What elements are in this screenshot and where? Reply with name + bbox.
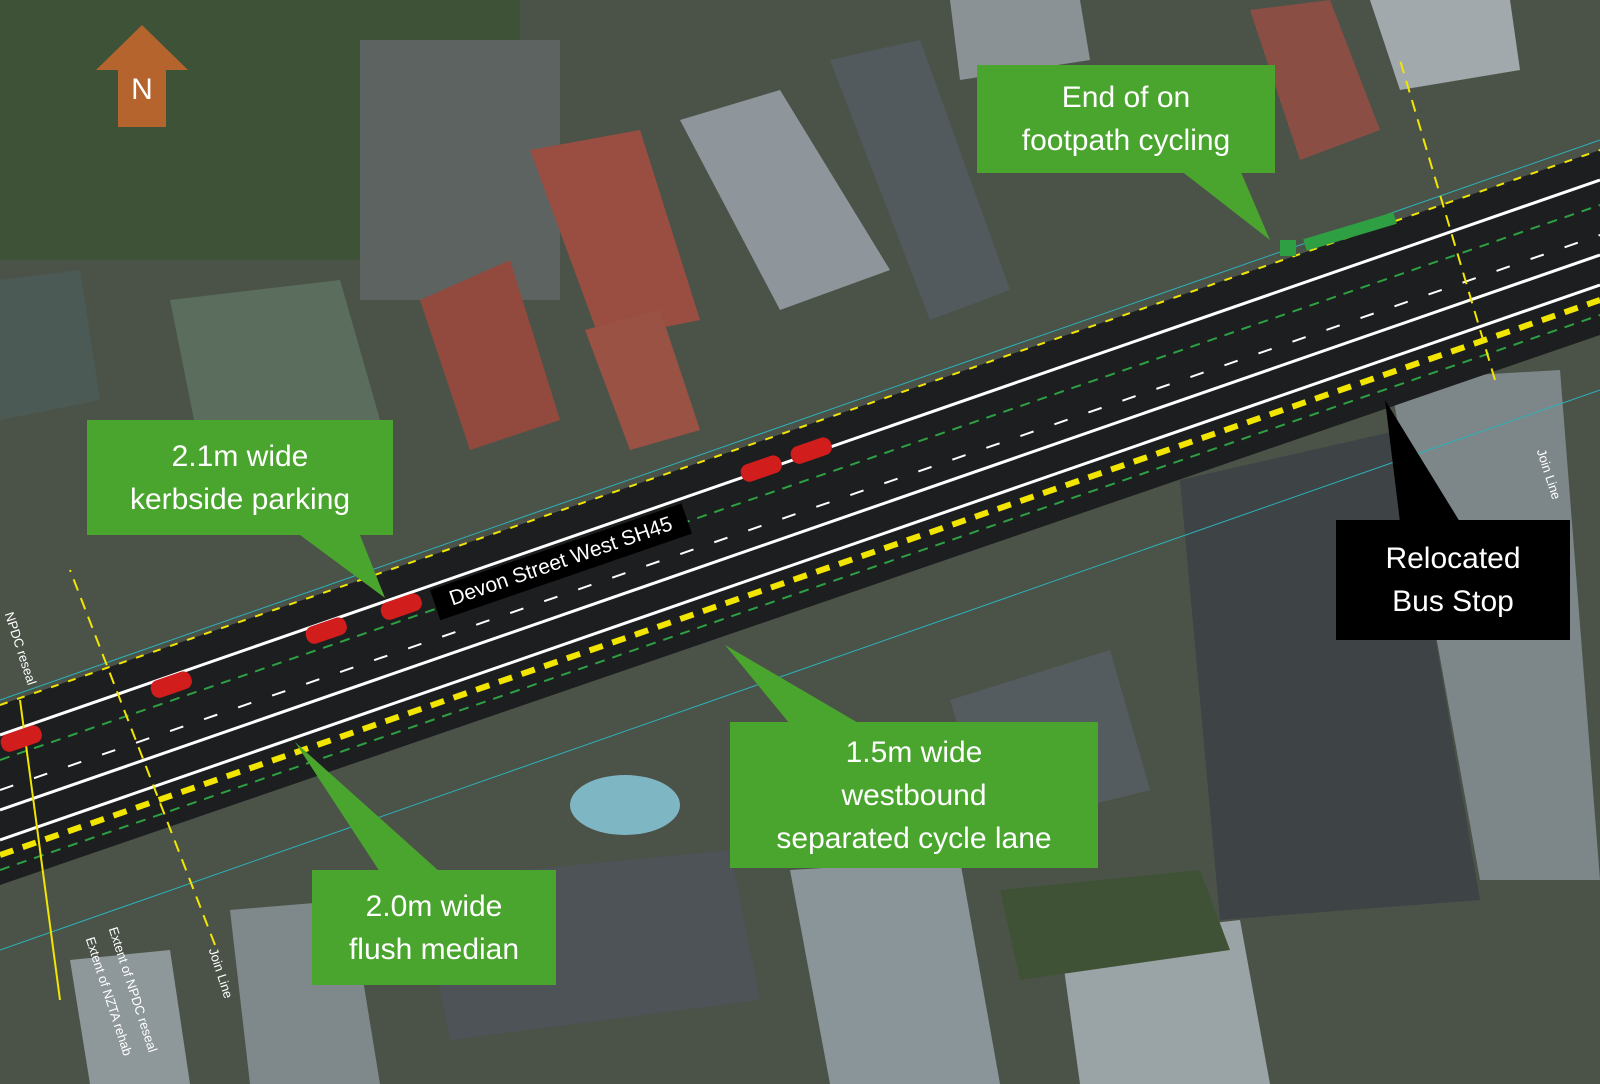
callout-text: Relocated: [1385, 542, 1521, 575]
median-callout-pointer: [295, 742, 440, 872]
parking-callout-pointer: [300, 535, 385, 598]
callout-text: kerbside parking: [129, 482, 351, 516]
callout-text: Bus Stop: [1392, 585, 1514, 618]
north-arrow-icon: [96, 25, 188, 127]
callout-text: 2.0m wide: [365, 889, 503, 923]
callout-text: 1.5m wide: [845, 735, 983, 769]
footpath-callout-pointer: [1180, 170, 1270, 240]
callout-text: separated cycle lane: [776, 821, 1052, 855]
callout-text: footpath cycling: [1021, 124, 1231, 157]
callout-text: westbound: [841, 778, 987, 812]
north-arrow: N: [96, 25, 188, 127]
callout-text: End of on: [1061, 81, 1191, 114]
callout-separated-cycle-lane: 1.5m wide westbound separated cycle lane: [730, 722, 1098, 868]
north-label: N: [131, 73, 153, 106]
callout-flush-median: 2.0m wide flush median: [312, 870, 556, 985]
callout-relocated-bus-stop: Relocated Bus Stop: [1336, 520, 1570, 640]
callout-text: 2.1m wide: [171, 439, 309, 473]
bus-stop-callout-pointer: [1385, 400, 1460, 522]
cycle-lane-callout-pointer: [725, 645, 860, 724]
callout-text: flush median: [348, 932, 520, 966]
callout-end-footpath-cycling: End of on footpath cycling: [977, 65, 1275, 173]
devon-street-road: [0, 59, 1600, 1001]
callout-kerbside-parking: 2.1m wide kerbside parking: [87, 420, 393, 535]
parked-cars: [0, 437, 832, 752]
